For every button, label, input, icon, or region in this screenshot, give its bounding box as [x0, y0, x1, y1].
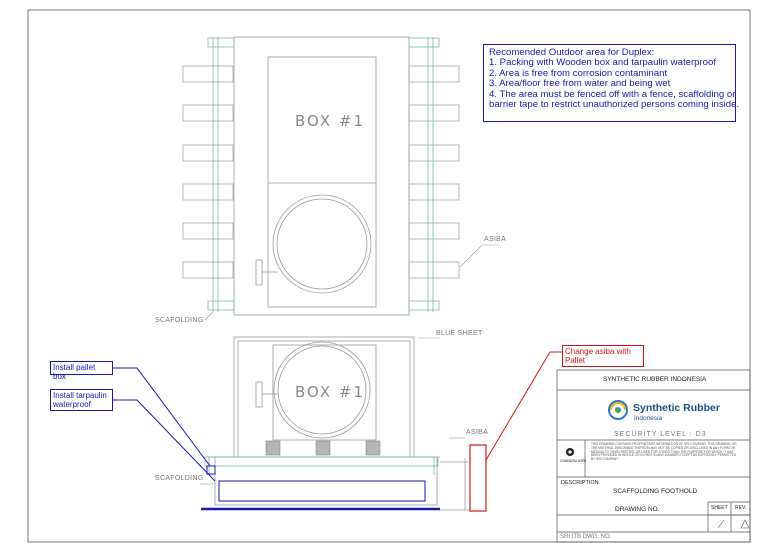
scaffolding-label-top: SCAFOLDING	[155, 317, 204, 324]
pallet-leader	[113, 367, 211, 467]
small-logo-icon	[566, 448, 574, 456]
scaffolding-top	[207, 37, 440, 312]
saddles	[265, 440, 381, 456]
outdoor-area-note: Recomended Outdoor area for Duplex: 1. P…	[483, 44, 740, 122]
install-tarpaulin-callout: Install tarpaulin waterproof	[50, 389, 113, 411]
logo-name: Synthetic Rubber	[633, 402, 720, 414]
tarpaulin-leader	[113, 399, 216, 482]
asiba-label-bottom: ASIBA	[466, 429, 489, 436]
blue-sheet-label: BLUE SHEET	[436, 330, 483, 337]
scaffolding-label-bottom: SCAFOLDING	[155, 475, 204, 482]
disclaimer-text: THIS DRAWING CONTAINS PROPRIETARY INFORM…	[591, 442, 737, 462]
top-plan-view	[233, 36, 410, 316]
company-name: SYNTHETIC RUBBER INDONESIA	[603, 376, 707, 383]
sheet-label: SHEET	[711, 505, 728, 511]
install-tarpaulin-text-2: waterproof	[53, 400, 91, 409]
vessel-nozzle-top	[272, 194, 372, 294]
scaffolding-bottom	[204, 456, 439, 475]
install-pallet-callout: Install pallet box	[50, 361, 113, 381]
change-asiba-text-2: Pallet	[565, 356, 586, 365]
logo-sub: Indonesia	[634, 415, 663, 422]
pallet-red-box	[469, 444, 487, 512]
note-item: 1. Packing with Wooden box and tarpaulin…	[489, 57, 717, 69]
vessel-nozzle-bottom	[273, 341, 371, 439]
install-pallet-text: Install pallet box	[53, 363, 96, 381]
pallet-and-tarpaulin	[201, 465, 440, 511]
vessel-body-bottom	[272, 344, 377, 441]
note-item: 3. Area/floor free from water and being …	[489, 78, 671, 90]
note-title: Recomended Outdoor area for Duplex:	[489, 47, 655, 58]
company-logo-mark	[608, 400, 628, 420]
note-item: 2. Area is free from corrosion contamina…	[489, 67, 668, 79]
asiba-planks-top	[182, 65, 460, 279]
warning-triangle-icon	[740, 519, 750, 529]
security-level: SECURITY LEVEL : D3	[614, 431, 707, 438]
note-item: barrier tape to restrict unauthorized pe…	[489, 99, 740, 111]
sheet-border	[27, 9, 751, 543]
description-value: SCAFFOLDING FOOTHOLD	[613, 488, 698, 495]
asiba-change-leader	[485, 351, 562, 461]
description-label: DESCRIPTION.	[561, 480, 601, 486]
note-item: 4. The area must be fenced off with a fe…	[489, 88, 736, 100]
box-label-top: BOX #1	[295, 112, 366, 130]
change-asiba-callout: Change asiba with Pallet	[562, 345, 644, 367]
change-asiba-text-1: Change asiba with	[565, 347, 631, 356]
drawing-no-label: DRAWING NO.	[615, 506, 660, 513]
wooden-box-outline-top	[233, 36, 410, 316]
install-tarpaulin-text-1: Install tarpaulin	[53, 391, 107, 400]
small-logo-text: CHANDRA ASRI	[560, 459, 587, 463]
sri-dwg-label: SRI ITB DWG. NO.	[560, 534, 612, 540]
tarpaulin-rectangle	[218, 480, 426, 502]
vessel-body-top	[267, 56, 377, 308]
rev-label: REV.	[735, 505, 747, 511]
title-block	[556, 369, 751, 543]
box-label-bottom: BOX #1	[295, 383, 366, 401]
bottom-elevation-view	[205, 336, 470, 511]
asiba-label-top: ASIBA	[484, 236, 507, 243]
